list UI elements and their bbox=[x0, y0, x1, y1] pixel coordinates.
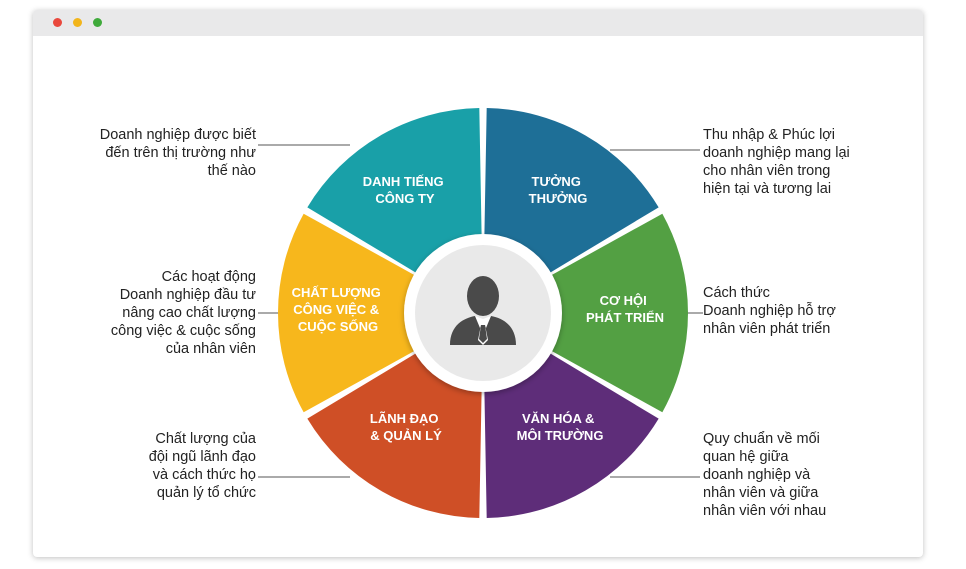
label-tuong-thuong: TƯỞNG THƯỞNG bbox=[529, 174, 588, 206]
label-danh-tieng: DANH TIẾNG CÔNG TY bbox=[363, 174, 448, 206]
segment-danh-tieng bbox=[307, 108, 482, 283]
window-titlebar bbox=[33, 10, 923, 36]
desc-lanh-dao: Chất lượng của đội ngũ lãnh đạo và cách … bbox=[148, 431, 256, 501]
segment-chat-luong bbox=[278, 213, 431, 413]
desc-chat-luong: Các hoạt động Doanh nghiệp đầu tư nâng c… bbox=[110, 269, 256, 357]
segment-co-hoi bbox=[535, 213, 688, 413]
desc-danh-tieng: Doanh nghiệp được biết đến trên thị trườ… bbox=[99, 127, 256, 179]
segment-tuong-thuong bbox=[484, 108, 659, 283]
close-window-icon[interactable] bbox=[53, 18, 62, 27]
desc-co-hoi: Cách thức Doanh nghiệp hỗ trợ nhân viên … bbox=[703, 285, 836, 337]
maximize-window-icon[interactable] bbox=[93, 18, 102, 27]
desc-van-hoa: Quy chuẩn về mối quan hệ giữa doanh nghi… bbox=[703, 431, 827, 519]
businessman-icon bbox=[450, 276, 516, 345]
minimize-window-icon[interactable] bbox=[73, 18, 82, 27]
segment-van-hoa bbox=[484, 343, 659, 518]
label-chat-luong: CHẤT LƯỢNG CÔNG VIỆC & CUỘC SỐNG bbox=[292, 285, 385, 334]
label-van-hoa: VĂN HÓA & MÔI TRƯỜNG bbox=[517, 411, 604, 443]
label-co-hoi: CƠ HỘI PHÁT TRIỂN bbox=[586, 293, 664, 325]
desc-tuong-thuong: Thu nhập & Phúc lợi doanh nghiệp mang lạ… bbox=[703, 127, 850, 197]
segment-lanh-dao bbox=[307, 343, 482, 518]
label-lanh-dao: LÃNH ĐẠO & QUẢN LÝ bbox=[370, 411, 442, 443]
